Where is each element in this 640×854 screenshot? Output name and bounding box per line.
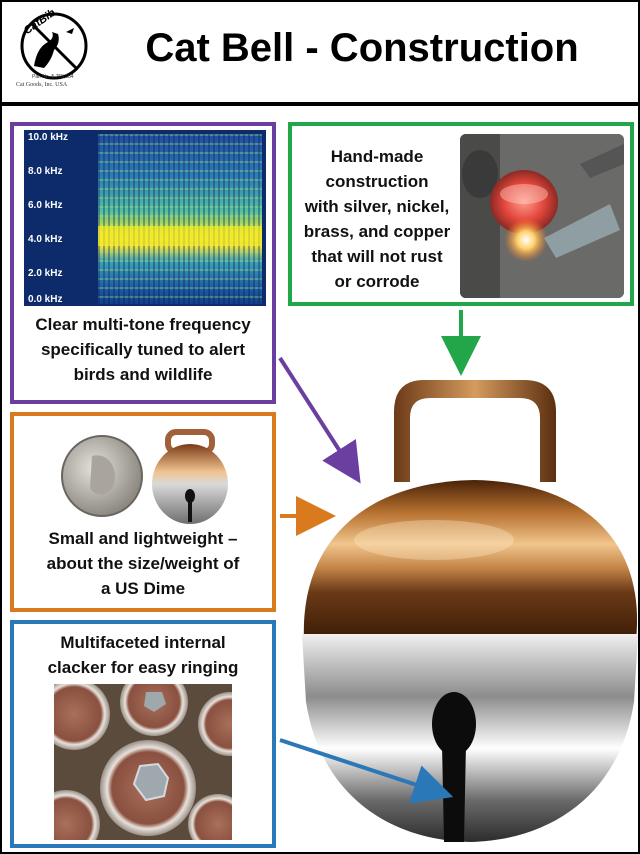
handmade-caption: Hand-made construction with silver, nick…	[294, 144, 460, 294]
catbib-logo-icon	[20, 12, 88, 80]
header-divider	[2, 102, 638, 106]
dime-and-bell-photo	[61, 429, 228, 524]
header: CatBib Pat. No. 5,755,184 Cat Goods, Inc…	[2, 2, 638, 102]
spectrogram-tick: 6.0 kHz	[28, 200, 63, 211]
caption-line: Hand-made	[330, 147, 424, 166]
caption-line: about the size/weight of	[46, 554, 240, 573]
spectrogram-tick: 8.0 kHz	[28, 166, 63, 177]
spectrogram-tick: 2.0 kHz	[28, 268, 63, 279]
clacker-caption: Multifaceted internal clacker for easy r…	[18, 630, 268, 680]
caption-line: with silver, nickel,	[304, 197, 450, 216]
spectrogram-tick: 0.0 kHz	[28, 294, 63, 305]
size-caption: Small and lightweight – about the size/w…	[18, 526, 268, 601]
clacker-photo	[54, 684, 232, 840]
caption-line: brass, and copper	[303, 222, 451, 241]
caption-line: a US Dime	[100, 579, 186, 598]
caption-line: Small and lightweight –	[48, 529, 238, 548]
welding-photo	[460, 134, 624, 298]
caption-line: that will not rust	[311, 247, 443, 266]
spectrogram-tick: 10.0 kHz	[28, 132, 69, 143]
caption-line: clacker for easy ringing	[47, 658, 239, 677]
caption-line: construction	[325, 172, 429, 191]
frequency-panel: 10.0 kHz 8.0 kHz 6.0 kHz 4.0 kHz 2.0 kHz…	[10, 122, 276, 404]
spectrogram-image	[98, 134, 262, 304]
cat-bell-photo	[302, 380, 638, 842]
clacker-panel: Multifaceted internal clacker for easy r…	[10, 620, 276, 848]
caption-line: specifically tuned to alert	[40, 340, 246, 359]
logo-company: Cat Goods, Inc. USA	[16, 82, 68, 88]
caption-line: Multifaceted internal	[60, 633, 226, 652]
caption-line: Clear multi-tone frequency	[35, 315, 251, 334]
frequency-caption: Clear multi-tone frequency specifically …	[18, 312, 268, 387]
handmade-panel: Hand-made construction with silver, nick…	[288, 122, 634, 306]
size-panel: Small and lightweight – about the size/w…	[10, 412, 276, 612]
logo-patent: Pat. No. 5,755,184	[32, 74, 74, 80]
caption-line: birds and wildlife	[73, 365, 213, 384]
spectrogram: 10.0 kHz 8.0 kHz 6.0 kHz 4.0 kHz 2.0 kHz…	[24, 130, 266, 306]
spectrogram-tick: 4.0 kHz	[28, 234, 63, 245]
caption-line: or corrode	[334, 272, 420, 291]
page-title: Cat Bell - Construction	[145, 26, 579, 70]
